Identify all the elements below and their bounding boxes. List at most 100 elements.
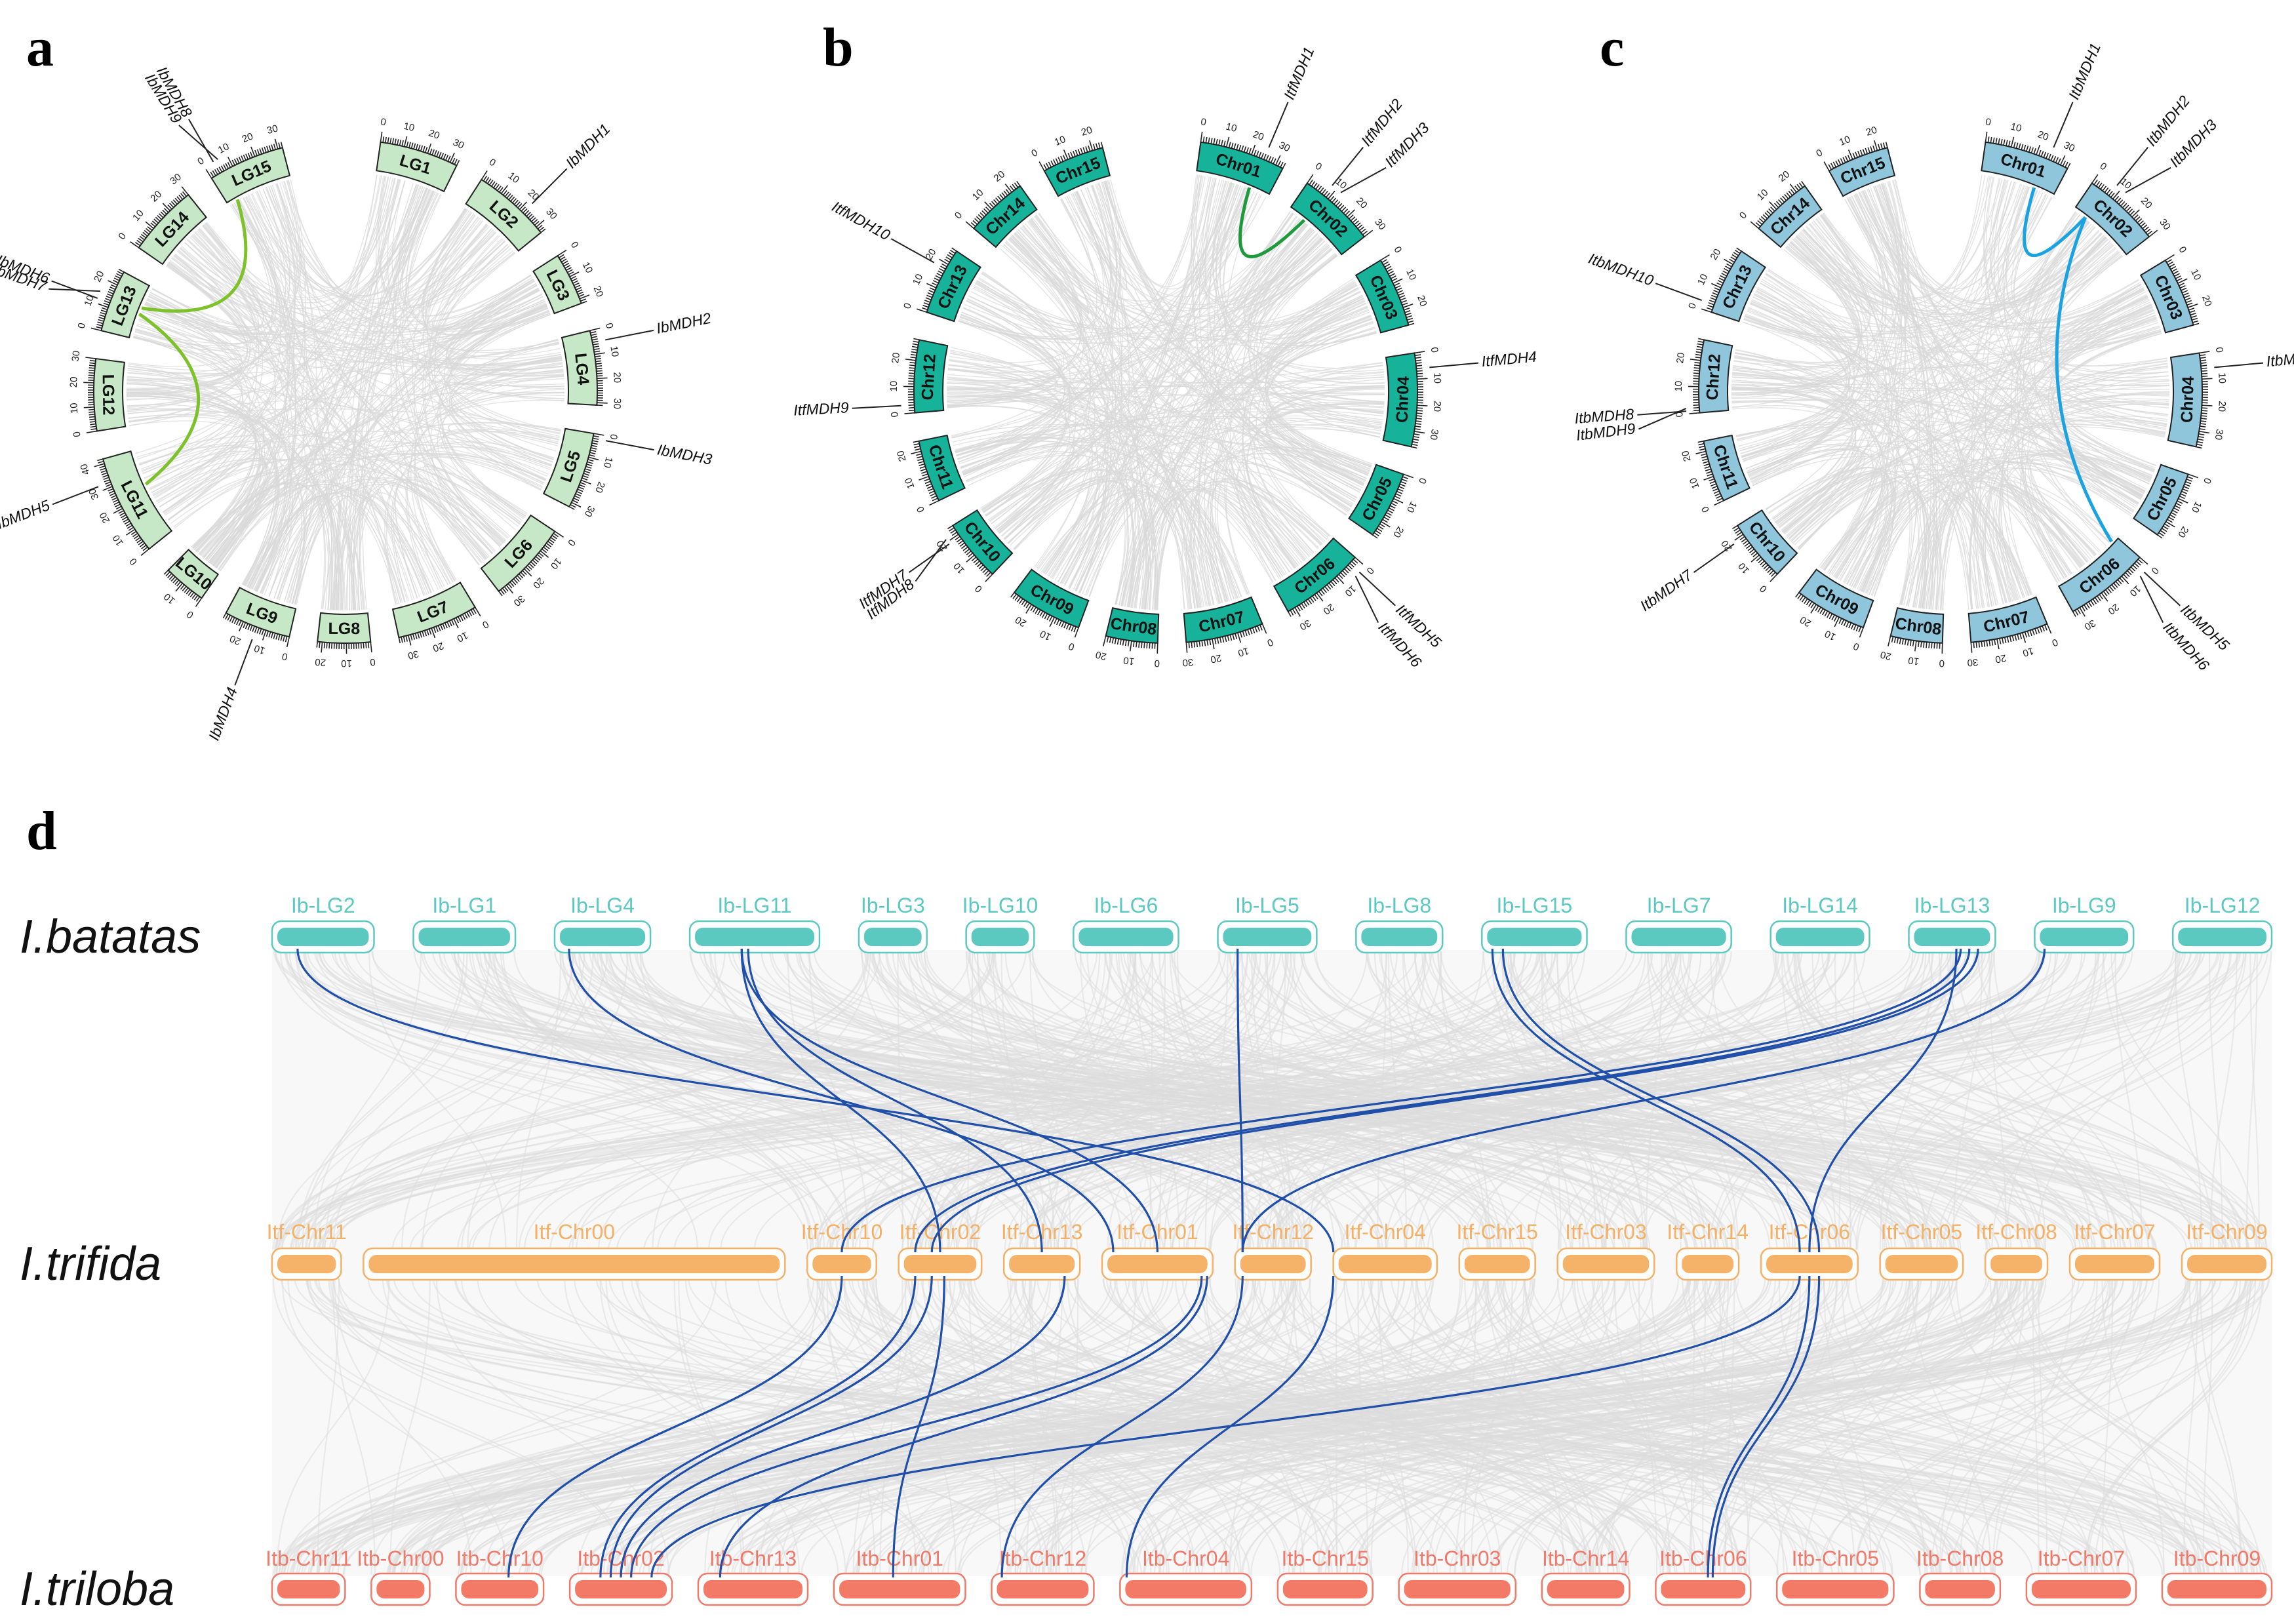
- grey-collinear-link: [328, 951, 1968, 1250]
- grey-link: [1013, 365, 1383, 549]
- tick-mark: [984, 570, 989, 576]
- tick-mark: [468, 610, 473, 617]
- tick-mark: [2110, 192, 2115, 198]
- tick-mark: [1386, 512, 1392, 516]
- gene-label: IbMDH3: [656, 441, 713, 467]
- tick-mark: [280, 635, 283, 641]
- tick-mark: [921, 307, 928, 311]
- grey-collinear-link: [2202, 1278, 2213, 1575]
- tick-mark: [591, 445, 598, 448]
- grey-link: [1820, 214, 2080, 568]
- grey-link: [1731, 381, 1844, 450]
- tick-mark: [2186, 302, 2193, 306]
- grey-collinear-link: [930, 951, 1527, 1250]
- tick-mark: [1415, 357, 1421, 359]
- tick-mark: [1043, 164, 1048, 170]
- tick-mark: [1375, 530, 1381, 534]
- tick-mark: [1735, 529, 1741, 534]
- tick-mark: [387, 137, 389, 144]
- tick-mark: [1071, 625, 1075, 632]
- tick-mark: [1416, 412, 1423, 414]
- tick-mark: [1712, 488, 1719, 492]
- grey-link: [1747, 309, 1910, 605]
- grey-collinear-link: [415, 1278, 1112, 1575]
- grey-collinear-link: [275, 951, 1952, 1250]
- tick-mark: [1771, 572, 1776, 577]
- tick-mark: [119, 512, 125, 517]
- grey-link: [962, 445, 1080, 550]
- grey-link: [149, 294, 291, 597]
- grey-link: [168, 262, 542, 337]
- grey-collinear-link: [1821, 1278, 2186, 1575]
- tick-mark: [2192, 320, 2199, 323]
- tick-mark: [1058, 157, 1061, 163]
- tick-label: 0: [1265, 636, 1275, 648]
- grey-collinear-link: [1483, 1278, 1741, 1575]
- chromosome-bar: [461, 1580, 539, 1598]
- tick-mark: [1261, 624, 1267, 634]
- grey-collinear-link: [724, 1278, 1134, 1575]
- tick-mark: [507, 583, 513, 589]
- tick-mark: [326, 642, 328, 649]
- tick-mark: [438, 151, 442, 158]
- grey-link: [1743, 316, 1848, 355]
- tick-mark: [1275, 155, 1281, 165]
- grey-link: [1784, 472, 1884, 579]
- tick-mark: [2134, 563, 2139, 568]
- grey-link: [127, 180, 300, 393]
- tick-mark: [1382, 519, 1388, 523]
- grey-collinear-link: [279, 951, 809, 1250]
- tick-label: 10: [1907, 654, 1920, 667]
- tick-mark: [1917, 641, 1920, 648]
- tick-mark: [1001, 192, 1006, 198]
- grey-link: [245, 196, 545, 330]
- grey-link: [946, 390, 1226, 603]
- tick-mark: [515, 201, 521, 207]
- tick-mark: [249, 625, 253, 631]
- mdh-link: [1241, 948, 2046, 1253]
- tick-mark: [1689, 412, 1700, 414]
- grey-collinear-link: [1811, 951, 1913, 1250]
- grey-collinear-link: [2245, 951, 2258, 1250]
- grey-link: [407, 192, 545, 330]
- chromosome-band: [1757, 185, 1823, 248]
- chromosome-bar: [971, 928, 1029, 946]
- grey-collinear-link: [1670, 951, 2149, 1250]
- tick-mark: [2181, 287, 2187, 291]
- tick-mark: [918, 461, 924, 464]
- tick-mark: [580, 482, 586, 485]
- chromosome-band: [1348, 464, 1404, 536]
- tick-mark: [1232, 633, 1235, 641]
- chromosome-ib-lg8: Ib-LG8: [1355, 894, 1444, 954]
- grey-link: [251, 193, 466, 297]
- tick-mark: [1761, 563, 1767, 568]
- tick-mark: [2139, 220, 2144, 226]
- tick-mark: [455, 617, 460, 624]
- tick-label: 0: [2201, 477, 2213, 485]
- species-label: I.trifida: [20, 1238, 161, 1290]
- tick-label: 20: [1252, 129, 1265, 143]
- tick-mark: [108, 288, 115, 292]
- tick-mark: [2199, 351, 2210, 354]
- tick-label: 10: [506, 170, 522, 186]
- tick-mark: [2040, 151, 2044, 157]
- tick-mark: [319, 641, 321, 648]
- chromosome-band: [376, 141, 458, 193]
- tick-mark: [1360, 228, 1366, 233]
- grey-link: [1880, 183, 2167, 422]
- chromosome-label: Chr12: [919, 353, 939, 401]
- tick-mark: [566, 267, 572, 271]
- tick-mark: [382, 136, 385, 143]
- grey-link: [247, 195, 483, 301]
- mdh-link: [1808, 948, 1958, 1253]
- tick-label: 10: [403, 121, 416, 134]
- grey-link: [1750, 270, 1856, 482]
- tick-mark: [1896, 637, 1899, 644]
- grey-collinear-link: [502, 951, 819, 1250]
- tick-mark: [525, 566, 531, 572]
- grey-link: [2050, 286, 2161, 353]
- gene-leader-line: [2125, 167, 2171, 193]
- tick-mark: [2171, 268, 2178, 272]
- tick-label: 20: [315, 656, 326, 668]
